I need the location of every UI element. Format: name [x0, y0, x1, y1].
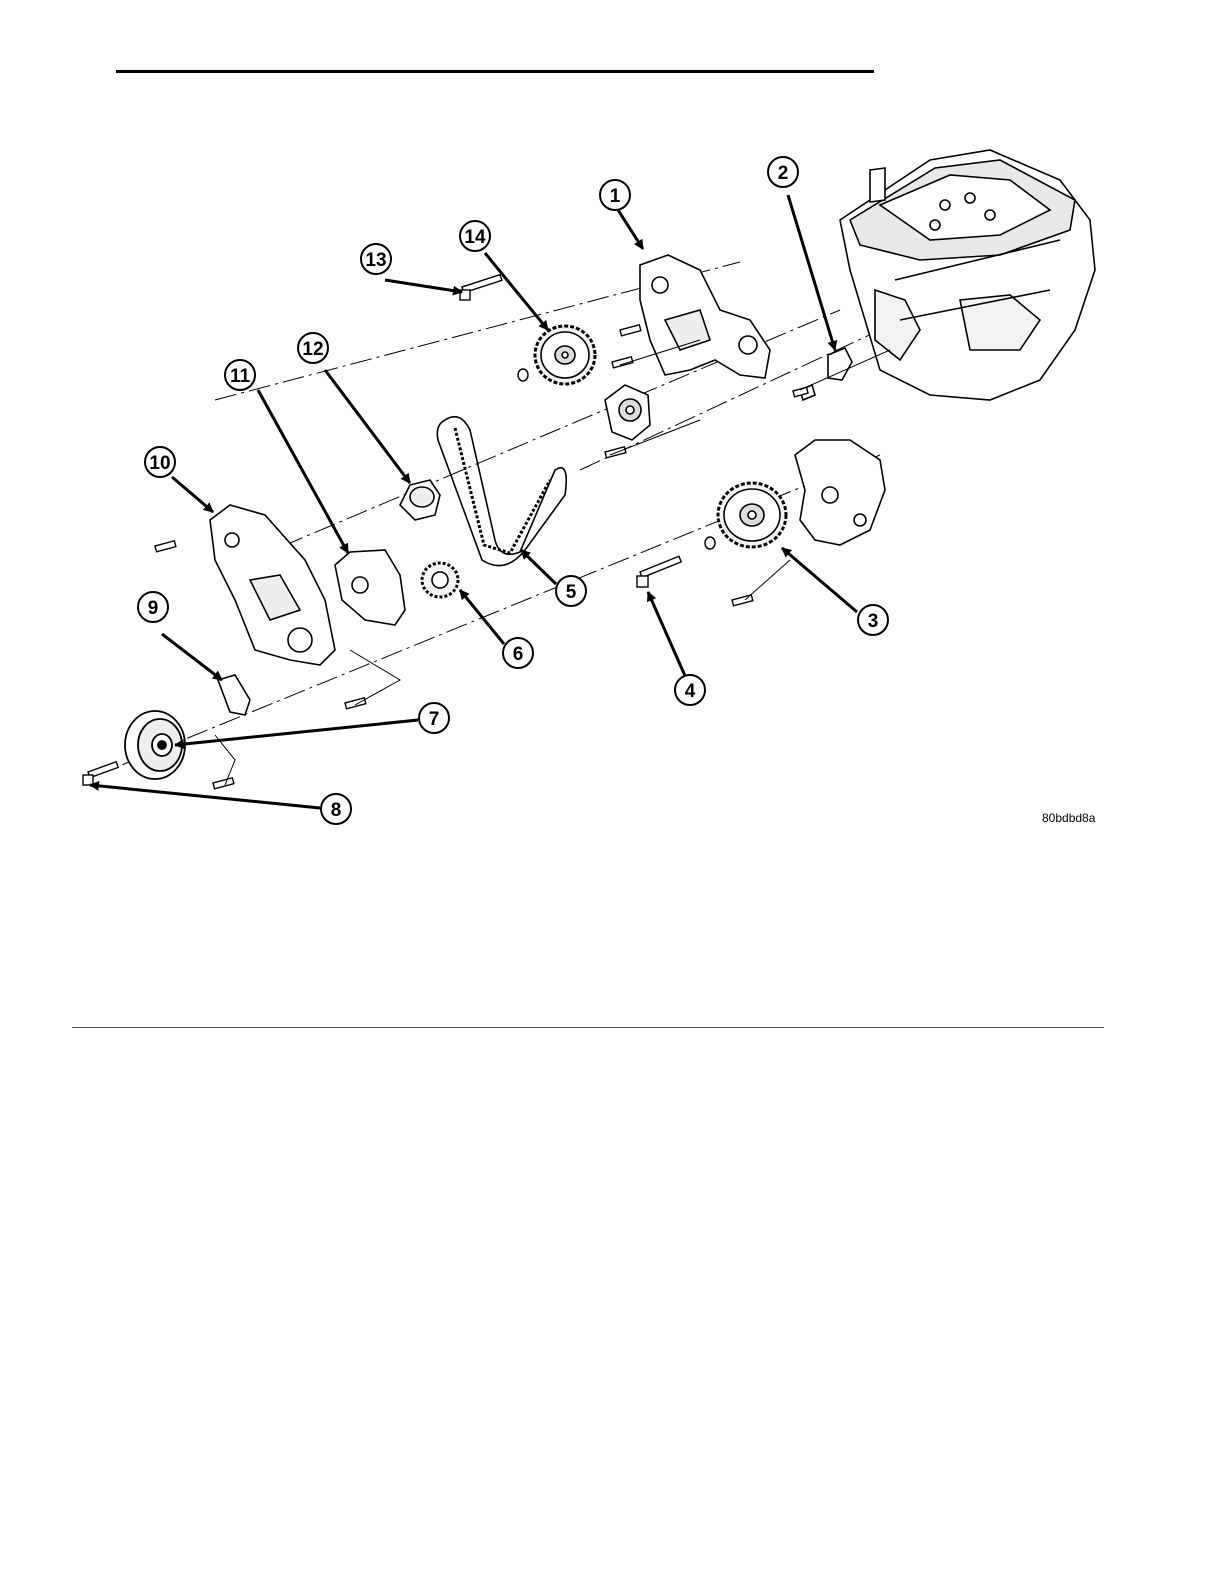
callout-10-number: 10	[149, 453, 170, 474]
timing-belt	[437, 417, 566, 566]
belt-tensioner	[400, 480, 440, 520]
callout-14: 14	[460, 221, 490, 251]
crankshaft-sprocket	[422, 563, 458, 597]
callout-4-number: 4	[685, 681, 696, 702]
guide-lines	[215, 340, 890, 785]
callout-8: 8	[321, 794, 351, 824]
callout-9-number: 9	[148, 598, 159, 619]
callout-12: 12	[298, 333, 328, 363]
water-pump	[605, 385, 650, 440]
callout-5-number: 5	[566, 582, 577, 603]
callout-13: 13	[361, 244, 391, 274]
callout-7: 7	[419, 703, 449, 733]
timing-belt-cover-front	[210, 505, 335, 665]
callout-11: 11	[225, 360, 255, 390]
rear-cover-right	[795, 440, 885, 545]
callout-1: 1	[600, 180, 630, 210]
callout-10: 10	[145, 447, 175, 477]
callout-11-number: 11	[230, 366, 251, 387]
callout-1-number: 1	[610, 186, 621, 207]
bracket	[218, 675, 250, 715]
figure-code: 80bdbd8a	[1042, 811, 1096, 825]
callout-12-number: 12	[302, 339, 323, 360]
callout-6-number: 6	[513, 644, 524, 665]
callout-4: 4	[675, 675, 705, 705]
callout-3: 3	[858, 605, 888, 635]
camshaft-sprocket-right	[718, 483, 786, 547]
camshaft-sprocket-left	[535, 326, 595, 384]
engine-block	[840, 150, 1095, 400]
callout-6: 6	[503, 638, 533, 668]
callout-3-number: 3	[868, 611, 879, 632]
callout-2: 2	[768, 157, 798, 187]
callout-8-number: 8	[331, 800, 342, 821]
callout-13-number: 13	[365, 250, 386, 271]
callout-9: 9	[138, 592, 168, 622]
callout-14-number: 14	[464, 227, 486, 248]
callout-5: 5	[556, 576, 586, 606]
timing-belt-cover-lower	[335, 550, 405, 625]
rear-timing-cover	[640, 255, 770, 378]
callout-2-number: 2	[778, 163, 789, 184]
callout-7-number: 7	[429, 709, 440, 730]
footer-rule	[72, 1027, 1104, 1028]
